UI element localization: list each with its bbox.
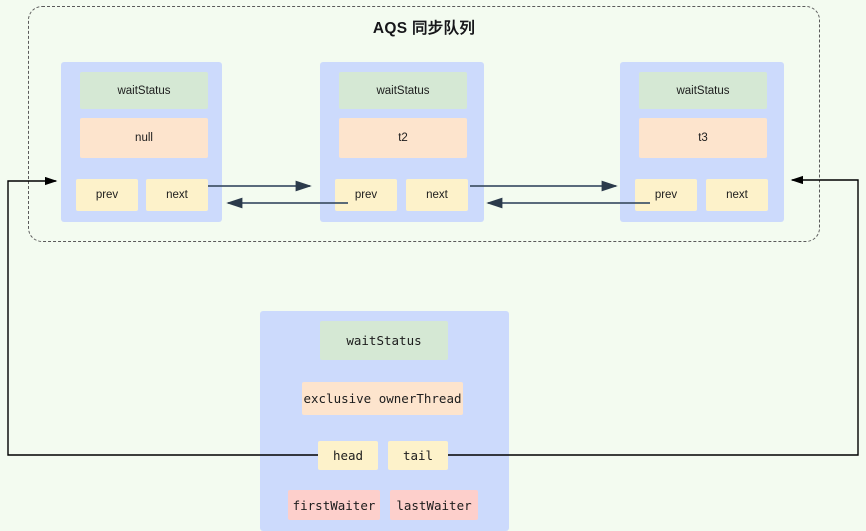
queue-node-3: waitStatus t3 prev next <box>620 62 784 222</box>
queue-node-2: waitStatus t2 prev next <box>320 62 484 222</box>
aqs-object-card: waitStatus exclusive ownerThread head ta… <box>260 311 509 531</box>
aqs-head: head <box>318 441 378 470</box>
aqs-tail: tail <box>388 441 448 470</box>
aqs-owner-thread: exclusive ownerThread <box>302 382 463 415</box>
node-2-prev: prev <box>335 179 397 211</box>
node-1-prev: prev <box>76 179 138 211</box>
aqs-queue-frame <box>28 6 820 242</box>
node-2-wait-status: waitStatus <box>339 72 467 109</box>
node-3-next: next <box>706 179 768 211</box>
node-1-thread: null <box>80 118 208 158</box>
node-2-thread: t2 <box>339 118 467 158</box>
node-2-next: next <box>406 179 468 211</box>
node-3-prev: prev <box>635 179 697 211</box>
node-3-wait-status: waitStatus <box>639 72 767 109</box>
aqs-last-waiter: lastWaiter <box>390 490 478 520</box>
node-1-wait-status: waitStatus <box>80 72 208 109</box>
queue-node-1: waitStatus null prev next <box>61 62 222 222</box>
aqs-wait-status: waitStatus <box>320 321 448 360</box>
node-1-next: next <box>146 179 208 211</box>
node-3-thread: t3 <box>639 118 767 158</box>
aqs-first-waiter: firstWaiter <box>288 490 380 520</box>
page-title: AQS 同步队列 <box>372 20 476 37</box>
